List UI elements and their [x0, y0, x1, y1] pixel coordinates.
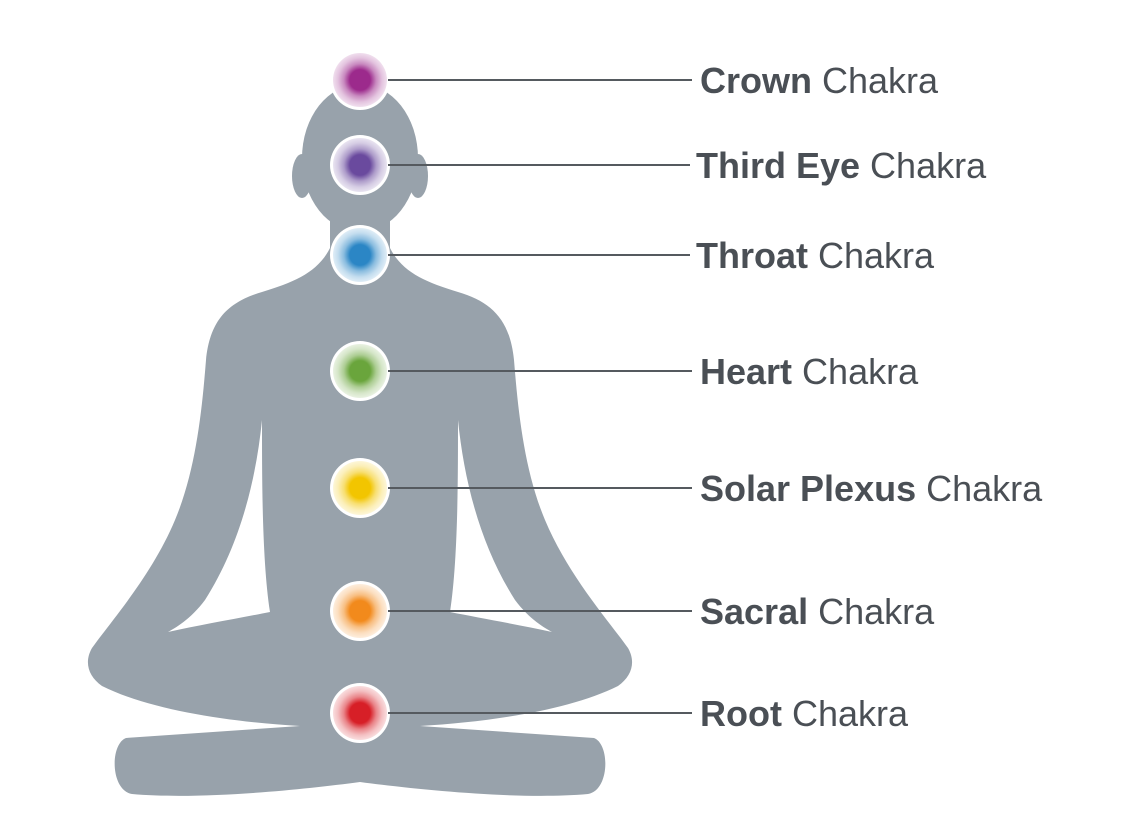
- crown-chakra-label: Crown Chakra: [700, 60, 939, 101]
- solar-plexus-chakra-name: Solar Plexus: [700, 468, 916, 509]
- sacral-chakra-suffix: Chakra: [808, 591, 935, 632]
- throat-chakra-label: Throat Chakra: [696, 235, 935, 276]
- crown-chakra-name: Crown: [700, 60, 812, 101]
- figure-gap-left: [168, 420, 270, 632]
- third-eye-chakra-name: Third Eye: [696, 145, 860, 186]
- throat-chakra-name: Throat: [696, 235, 808, 276]
- third-eye-chakra-suffix: Chakra: [860, 145, 987, 186]
- solar-plexus-chakra-point: [333, 461, 387, 515]
- figure-ear-right: [408, 154, 428, 198]
- sacral-chakra-label: Sacral Chakra: [700, 591, 935, 632]
- solar-plexus-chakra-label: Solar Plexus Chakra: [700, 468, 1043, 509]
- heart-chakra-name: Heart: [700, 351, 792, 392]
- heart-chakra-suffix: Chakra: [792, 351, 919, 392]
- third-eye-chakra-point: [333, 138, 387, 192]
- third-eye-chakra-label: Third Eye Chakra: [696, 145, 987, 186]
- sacral-chakra-name: Sacral: [700, 591, 808, 632]
- figure-ear-left: [292, 154, 312, 198]
- heart-chakra-point: [333, 344, 387, 398]
- root-chakra-suffix: Chakra: [782, 693, 909, 734]
- heart-chakra-label: Heart Chakra: [700, 351, 919, 392]
- crown-chakra-point: [333, 53, 387, 107]
- figure-gap-right: [450, 420, 552, 632]
- crown-chakra-suffix: Chakra: [812, 60, 939, 101]
- root-chakra-point: [333, 686, 387, 740]
- throat-chakra-suffix: Chakra: [808, 235, 935, 276]
- sacral-chakra-point: [333, 584, 387, 638]
- root-chakra-name: Root: [700, 693, 782, 734]
- root-chakra-label: Root Chakra: [700, 693, 909, 734]
- solar-plexus-chakra-suffix: Chakra: [916, 468, 1043, 509]
- throat-chakra-point: [333, 228, 387, 282]
